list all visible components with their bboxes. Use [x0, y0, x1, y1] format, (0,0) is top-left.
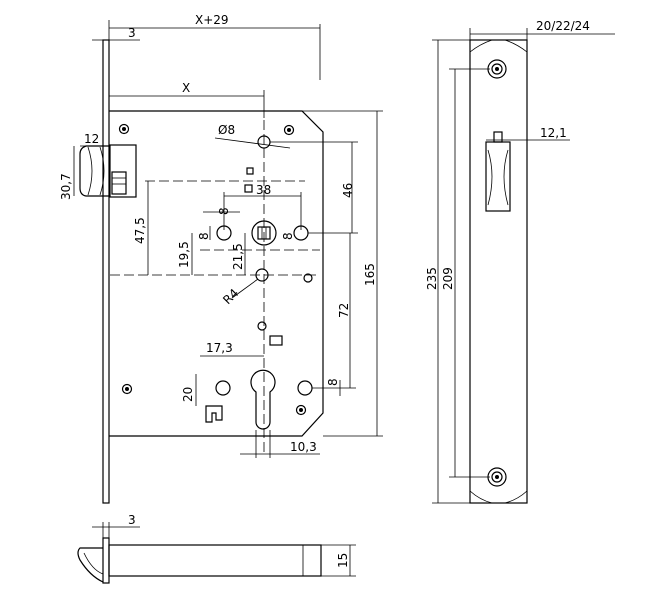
dim-x: X — [182, 81, 190, 95]
body-screw-bottom-left — [121, 383, 133, 395]
lock-body-bottom — [108, 544, 322, 577]
dim-3-top: 3 — [128, 26, 136, 40]
dim-12-1: 12,1 — [540, 126, 567, 140]
latch-opening — [485, 141, 511, 212]
cylinder-hole-left — [215, 380, 231, 396]
small-square — [244, 184, 253, 193]
body-screw-top-right — [283, 124, 295, 136]
dim-hole-left-8: 8 — [197, 232, 211, 240]
bottom-view: 3 15 — [77, 513, 356, 584]
faceplate-screw-bottom — [487, 467, 507, 487]
dim-165: 165 — [363, 263, 377, 286]
faceplate-side — [469, 39, 528, 504]
bracket — [205, 405, 223, 423]
body-screw-top-left — [118, 123, 130, 135]
front-view — [79, 39, 324, 504]
cylinder-profile — [250, 369, 276, 430]
dim-17-3: 17,3 — [206, 341, 233, 355]
cylinder-hole-right — [297, 380, 313, 396]
dim-hole-right-8: 8 — [281, 232, 295, 240]
dim-x-plus-29: X+29 — [195, 13, 229, 27]
dim-19-5: 19,5 — [177, 241, 191, 268]
side-view: 20/22/24 12,1 235 209 — [425, 19, 615, 504]
dim-3-bottom: 3 — [128, 513, 136, 527]
small-rect — [269, 335, 283, 346]
dim-209: 209 — [441, 267, 455, 290]
latch-bolt — [79, 144, 137, 198]
dim-20: 20 — [181, 387, 195, 402]
dim-47-5: 47,5 — [133, 217, 147, 244]
dim-21-5: 21,5 — [231, 243, 245, 270]
dim-15: 15 — [336, 553, 350, 568]
front-dimensions: X+29 3 X 12 30,7 47,5 Ø8 38 8 8 8 — [59, 13, 383, 458]
hole-small-right — [303, 273, 313, 283]
faceplate-screw-top — [487, 59, 507, 79]
dim-cyl-8: 8 — [326, 378, 340, 386]
slot-top — [493, 131, 503, 143]
dim-faceplate-widths: 20/22/24 — [536, 19, 590, 33]
dim-d8: Ø8 — [218, 123, 235, 137]
dim-spindle-8: 8 — [217, 207, 231, 215]
faceplate — [102, 39, 110, 504]
body-screw-bottom-right — [295, 404, 307, 416]
hole-small-center — [257, 321, 267, 331]
dim-30-7: 30,7 — [59, 173, 73, 200]
dim-10-3: 10,3 — [290, 440, 317, 454]
latch-bottom — [77, 547, 104, 583]
dim-38: 38 — [256, 183, 271, 197]
small-square-top — [246, 167, 254, 175]
dim-46: 46 — [341, 183, 355, 198]
dim-72: 72 — [337, 303, 351, 318]
dim-12: 12 — [84, 132, 99, 146]
dim-r4: R4 — [220, 286, 241, 307]
dim-235: 235 — [425, 267, 439, 290]
